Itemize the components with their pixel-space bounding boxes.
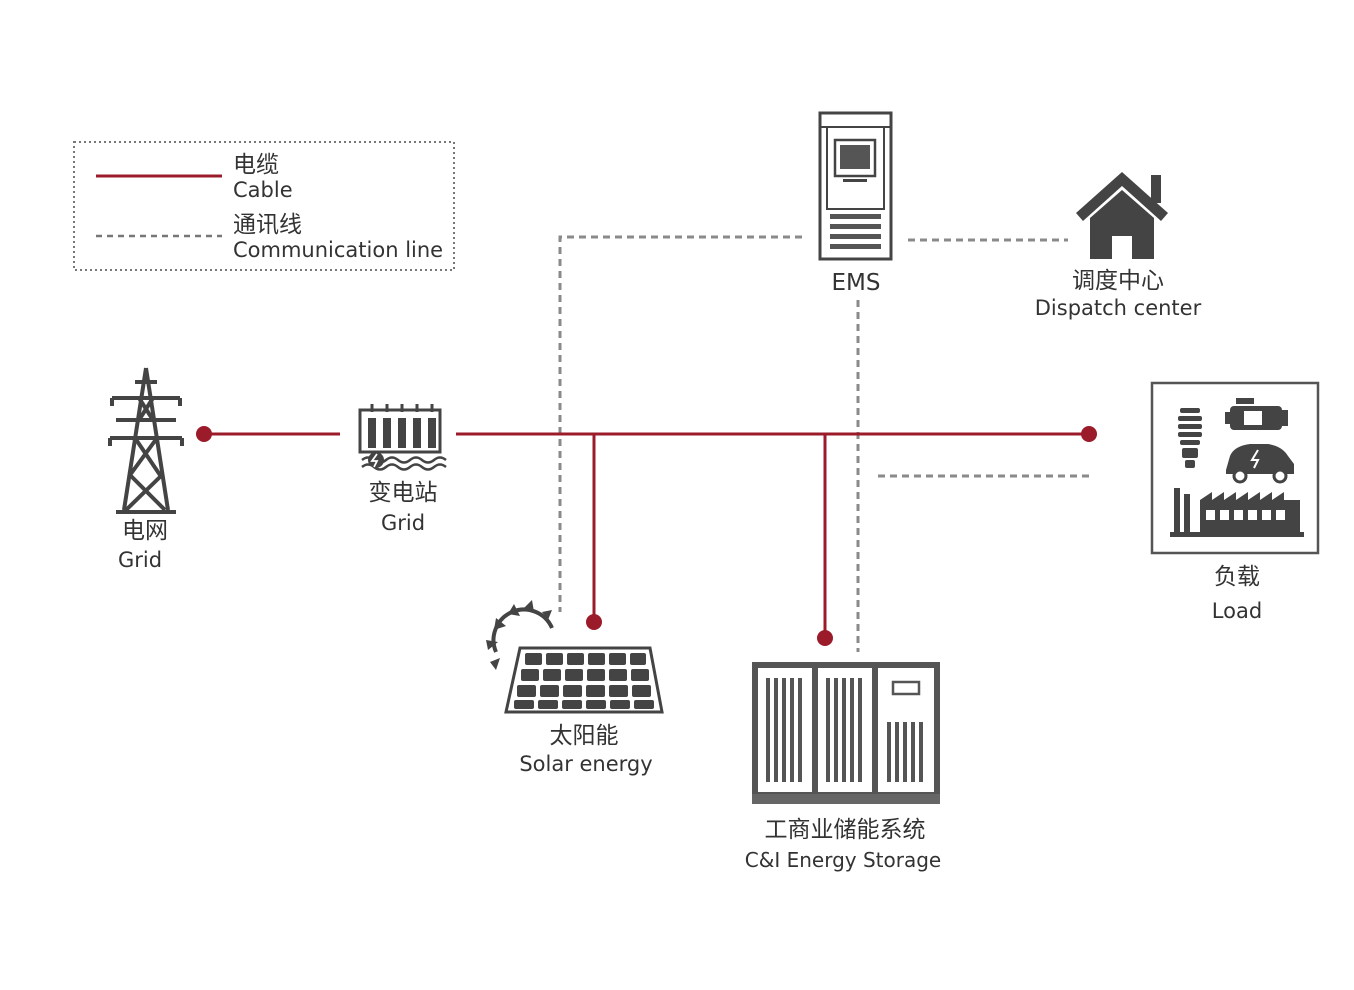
grid-label-zh: 电网 [122,518,168,544]
house-icon [1076,172,1168,259]
legend-cable-label-en: Cable [233,178,293,202]
ems-cabinet-icon [818,111,893,261]
car-icon [1226,444,1294,484]
solar-panel-icon [486,600,664,714]
substation-icon [358,404,447,471]
solar-cells [514,653,654,709]
load-icon [1150,381,1320,555]
legend-comm-label-zh: 通讯线 [233,212,302,238]
endpoint-load [1081,426,1097,442]
engine-icon [1225,398,1288,430]
legend-cable-label-zh: 电缆 [233,152,279,178]
endpoint-grid [196,426,212,442]
endpoint-solar [586,614,602,630]
solar-label-en: Solar energy [519,752,653,776]
communication-lines [558,235,1094,652]
cable-lines [204,432,1089,638]
endpoint-storage [817,630,833,646]
legend [73,141,455,271]
factory-icon [1170,488,1304,537]
load-label-en: Load [1211,599,1263,623]
legend-comm-label-en: Communication line [233,238,444,262]
substation-label-en: Grid [380,511,426,535]
dispatch-label-en: Dispatch center [1034,296,1202,320]
bulb-icon [1178,408,1202,468]
storage-label-en: C&I Energy Storage [744,848,942,872]
load-label-zh: 负载 [1214,564,1260,590]
ems-label: EMS [831,270,881,296]
grid-label-en: Grid [117,548,163,572]
dispatch-label-zh: 调度中心 [1072,268,1164,294]
substation-label-zh: 变电站 [368,480,438,506]
cable-endpoints [196,426,1097,646]
storage-label-zh: 工商业储能系统 [764,817,926,843]
energy-storage-cabinet-icon [752,662,940,804]
solar-label-zh: 太阳能 [549,723,619,749]
transmission-tower-icon [108,367,184,514]
comm-line-ems-solar [558,235,802,612]
